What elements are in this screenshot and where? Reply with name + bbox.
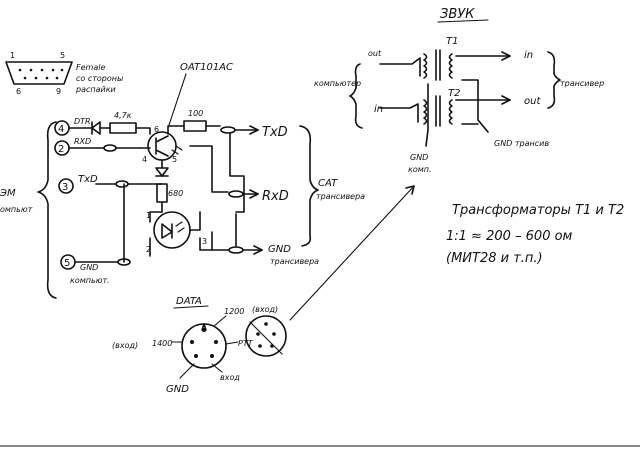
resistor-100 xyxy=(183,120,207,132)
t2-label: T2 xyxy=(448,88,460,99)
db9-connector: 1 5 6 9 Female со стороны распайки xyxy=(5,51,123,96)
r1-value: 4,7к xyxy=(114,111,132,120)
db9-caption-1: Female xyxy=(76,63,105,72)
transformers-note: Трансформаторы Т1 и Т2 1:1 ≈ 200 – 600 о… xyxy=(446,203,624,266)
audio-out-left: out xyxy=(368,49,382,58)
pin-4-number: 4 xyxy=(58,124,64,135)
dtr-label: DTR xyxy=(74,117,91,126)
audio-gnd-comp-1: GND xyxy=(410,153,428,162)
rxd-left-label: RXD xyxy=(74,137,91,146)
opto-pin-5: 5 xyxy=(172,155,177,164)
db9-pin6-label: 6 xyxy=(16,87,21,96)
resistor-680 xyxy=(156,183,168,203)
opto-pin-numbers: 6 4 5 1 2 3 xyxy=(142,125,207,254)
left-pin-3: 3 xyxy=(58,178,74,194)
part-label-leader xyxy=(167,73,187,129)
audio-transceiver-label: трансивер xyxy=(560,79,604,88)
pin-5-number: 5 xyxy=(64,258,70,269)
gnd-transceiver-label-1: GND xyxy=(268,244,291,255)
left-group-label-1: ЭМ xyxy=(0,188,16,199)
left-pin-5: 5 xyxy=(60,254,76,270)
leader-arrow xyxy=(289,185,415,321)
audio-computer-label: компьютер xyxy=(314,79,361,88)
db9-pin1-label: 1 xyxy=(10,51,15,60)
audio-in-left: in xyxy=(374,104,383,115)
main-circuit xyxy=(68,120,263,266)
rxd-output-label: RxD xyxy=(262,189,289,204)
cat-label-2: трансивера xyxy=(316,192,365,201)
t2-out-right: out xyxy=(524,96,541,107)
opto-pin-2: 2 xyxy=(146,245,151,254)
t1-label: T1 xyxy=(446,36,458,47)
pin-2-number: 2 xyxy=(58,144,64,155)
pin-3-number: 3 xyxy=(62,182,68,193)
din-rear xyxy=(245,315,287,357)
audio-gnd-comp-2: комп. xyxy=(408,165,432,174)
cat-brace xyxy=(299,125,319,247)
db9-caption-3: распайки xyxy=(75,85,116,94)
opto-pin-4: 4 xyxy=(142,155,147,164)
opto-pin-1: 1 xyxy=(146,211,151,220)
note-line-1: Трансформаторы Т1 и Т2 xyxy=(452,203,624,218)
data-vhod-top: (вход) xyxy=(252,305,278,314)
resistor-4k7 xyxy=(109,122,137,134)
data-1200: 1200 xyxy=(224,307,244,316)
audio-title: ЗВУК xyxy=(440,7,475,22)
opto-pin-6: 6 xyxy=(154,125,159,134)
left-pin-4: 4 xyxy=(54,120,70,136)
data-title: DATA xyxy=(176,296,202,307)
left-pin-2: 2 xyxy=(54,140,70,156)
gnd-computer-label-1: GND xyxy=(80,263,98,272)
data-ptt: PTT xyxy=(238,339,254,348)
data-connector: DATA (вход) 1400 1200 PTT GND вход (вход… xyxy=(112,296,287,395)
cat-label-1: CAT xyxy=(318,178,338,189)
gnd-computer-label-2: компьют. xyxy=(70,276,110,285)
t1-in-right: in xyxy=(524,50,533,61)
note-line-3: (МИТ28 и т.п.) xyxy=(446,251,543,266)
audio-gnd-trx: GND трансив xyxy=(494,139,549,148)
gnd-transceiver-label-2: трансивера xyxy=(270,257,319,266)
note-line-2: 1:1 ≈ 200 – 600 ом xyxy=(446,229,573,244)
optocoupler-part-label: OAT101AC xyxy=(180,62,233,73)
left-group-label-2: омпьют xyxy=(0,205,33,214)
db9-pin5-label: 5 xyxy=(60,51,65,60)
opto-pin-3: 3 xyxy=(202,237,207,246)
db9-caption-2: со стороны xyxy=(76,74,123,83)
data-vhod-left: (вход) xyxy=(112,341,138,350)
audio-section: ЗВУК компьютер out in T1 in T2 out GND к… xyxy=(314,7,604,174)
r3-value: 680 xyxy=(168,189,183,198)
txd-output-label: TxD xyxy=(262,125,288,140)
r2-value: 100 xyxy=(188,109,203,118)
data-1400: 1400 xyxy=(152,339,172,348)
data-gnd: GND xyxy=(166,384,189,395)
txd-left-label: TxD xyxy=(78,174,98,185)
data-vhod-bottom: вход xyxy=(220,373,240,382)
left-brace xyxy=(37,121,57,299)
db9-pin9-label: 9 xyxy=(56,87,61,96)
